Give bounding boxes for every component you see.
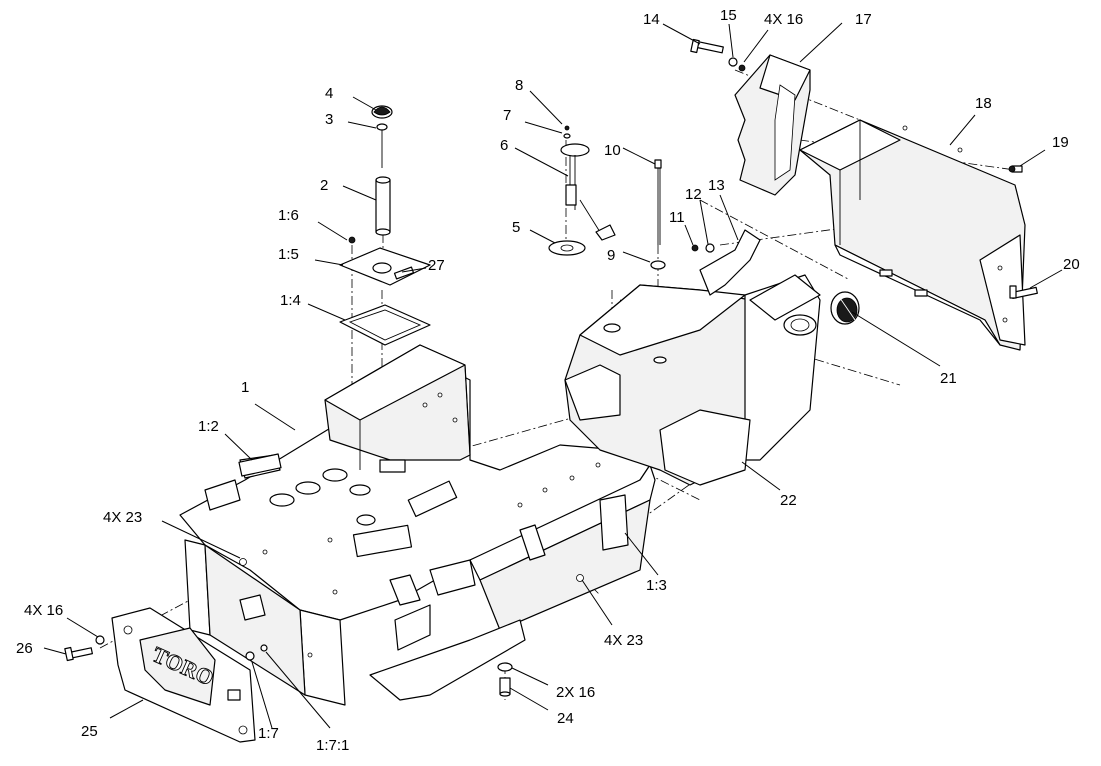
seat-bracket [734,54,811,196]
main-frame [179,344,656,706]
callout-14: 14 [643,11,660,28]
callout-20: 20 [1063,256,1080,273]
callout-10: 10 [604,142,621,159]
callout-2: 2 [320,177,328,194]
callout-22: 22 [780,492,797,509]
callout-1-4: 1:4 [280,292,301,309]
callout-1-7-1: 1:7:1 [316,737,349,754]
callout-8: 8 [515,77,523,94]
fastener-1-7 [245,644,268,661]
callout-16-bottom: 2X 16 [556,684,595,701]
callout-1-3: 1:3 [646,577,667,594]
callout-15: 15 [720,7,737,24]
callout-18: 18 [975,95,992,112]
callout-23-right: 4X 23 [604,632,643,649]
callout-17: 17 [855,11,872,28]
fastener-19 [1008,165,1023,173]
front-plate: TORO [111,607,256,743]
callout-labels: 4 3 2 1:6 1:5 27 1:4 1 1:2 4X 23 4X 16 2… [16,7,1080,754]
callout-27: 27 [428,257,445,274]
fastener-26 [64,635,105,662]
fuel-gauge-rod [650,159,666,270]
callout-1: 1 [241,379,249,396]
fuel-tank [564,274,821,486]
callout-1-2: 1:2 [198,418,219,435]
callout-24: 24 [557,710,574,727]
callout-16-top: 4X 16 [764,11,803,28]
callout-11: 11 [669,209,685,226]
fastener-20 [1009,285,1038,300]
callout-25: 25 [81,723,98,740]
callout-5: 5 [512,219,520,236]
callout-9: 9 [607,247,615,264]
callout-1-7: 1:7 [258,725,279,742]
tank-bracket [691,229,761,296]
callout-3: 3 [325,111,333,128]
fastener-24 [497,662,513,697]
callout-13: 13 [708,177,725,194]
callout-19: 19 [1052,134,1069,151]
callout-6: 6 [500,137,508,154]
cover-plate [339,236,431,346]
callout-26: 26 [16,640,33,657]
fuel-cap [830,291,860,325]
seat-pan [799,119,1026,351]
callout-12: 12 [685,186,702,203]
callout-23-left: 4X 23 [103,509,142,526]
callout-16-left: 4X 16 [24,602,63,619]
callout-21: 21 [940,370,957,387]
callout-1-6: 1:6 [278,207,299,224]
leader-lines [43,22,1063,729]
callout-7: 7 [503,107,511,124]
bolt-14 [690,38,746,72]
callout-1-5: 1:5 [278,246,299,263]
filler-tube-assembly [371,105,393,236]
fuel-sender-assembly [548,125,616,256]
callout-4: 4 [325,85,333,102]
